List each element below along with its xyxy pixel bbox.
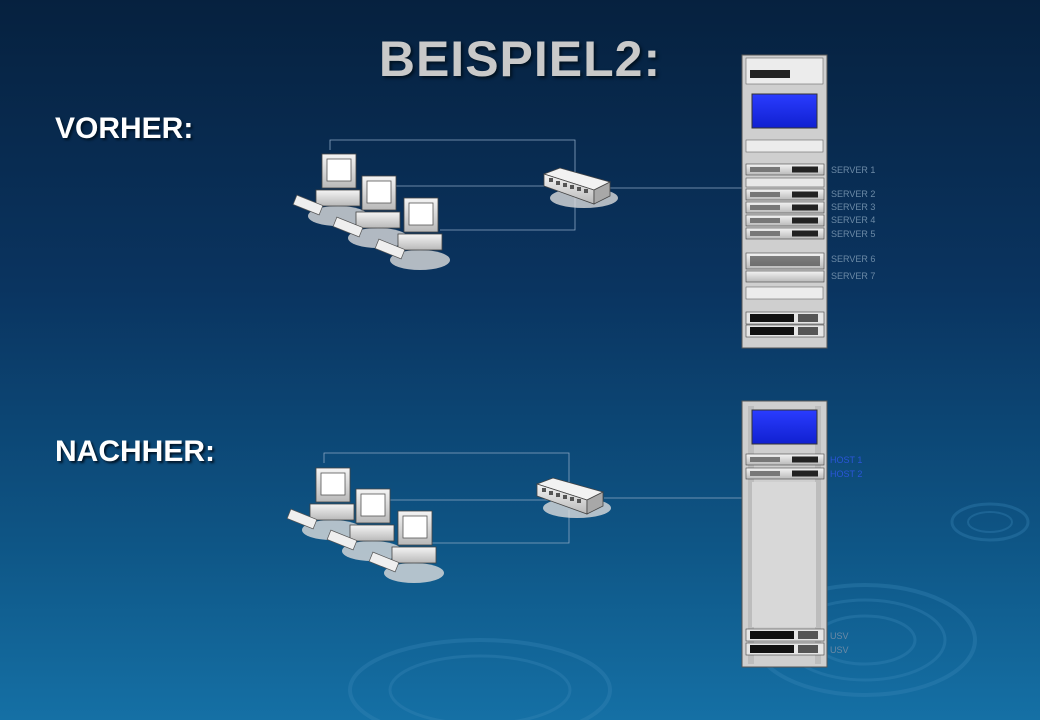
rack-label-server-4: SERVER 4 bbox=[831, 215, 875, 225]
rack-labels-after: HOST 1 HOST 2 bbox=[830, 455, 862, 479]
switch-icon-before bbox=[543, 167, 619, 209]
rack-label-server-3: SERVER 3 bbox=[831, 202, 875, 212]
rack-label-server-6: SERVER 6 bbox=[831, 254, 875, 264]
switch-icon-after bbox=[536, 477, 612, 519]
rack-label-host-1: HOST 1 bbox=[830, 455, 862, 465]
server-rack-before bbox=[741, 54, 828, 349]
before-label: VORHER: bbox=[55, 112, 194, 145]
rack-labels-before: SERVER 1 SERVER 2 SERVER 3 SERVER 4 SERV… bbox=[831, 165, 875, 281]
rack-labels-ups: USV USV bbox=[830, 631, 849, 655]
rack-label-ups-2: USV bbox=[830, 645, 849, 655]
rack-label-server-5: SERVER 5 bbox=[831, 229, 875, 239]
rack-label-server-1: SERVER 1 bbox=[831, 165, 875, 175]
server-rack-after bbox=[741, 400, 828, 668]
page-title: BEISPIEL2: bbox=[378, 31, 662, 87]
rack-label-server-7: SERVER 7 bbox=[831, 271, 875, 281]
rack-label-ups-1: USV bbox=[830, 631, 849, 641]
rack-label-server-2: SERVER 2 bbox=[831, 189, 875, 199]
after-label: NACHHER: bbox=[55, 435, 215, 468]
rack-label-host-2: HOST 2 bbox=[830, 469, 862, 479]
